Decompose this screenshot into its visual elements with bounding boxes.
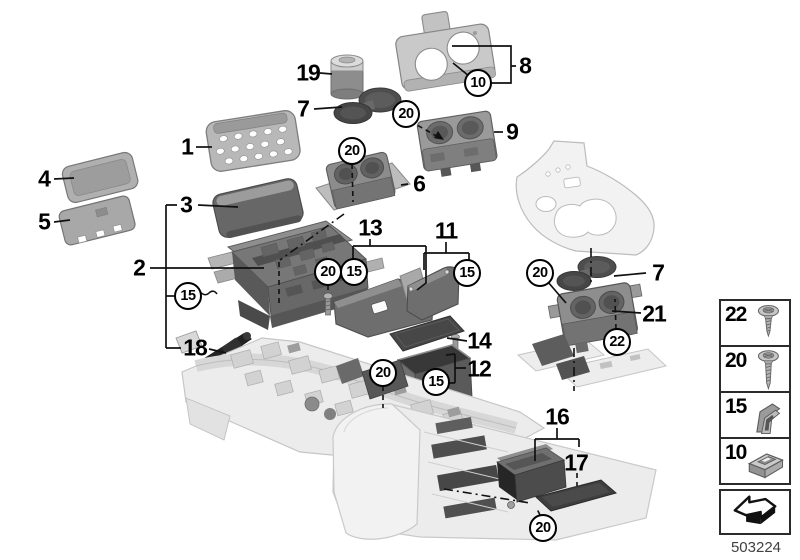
part-label-8[interactable]: 8 xyxy=(519,52,532,79)
fastener-callout-20[interactable]: 20 xyxy=(529,514,557,542)
part-label-5[interactable]: 5 xyxy=(38,208,51,235)
part-label-3[interactable]: 3 xyxy=(180,191,193,218)
arrowhead xyxy=(434,131,444,140)
part-14-rubber-mat xyxy=(389,315,465,352)
part-label-4[interactable]: 4 xyxy=(38,165,51,192)
fastener-callout-20[interactable]: 20 xyxy=(338,137,366,165)
spring-clip-icon xyxy=(756,403,781,435)
cage-nut-icon xyxy=(747,453,784,479)
legend-item-22[interactable]: 22 xyxy=(719,299,791,347)
part-label-2[interactable]: 2 xyxy=(133,254,146,281)
legend-item-number: 20 xyxy=(725,349,747,372)
part-label-18[interactable]: 18 xyxy=(183,334,208,361)
legend-item-number: 22 xyxy=(725,303,747,326)
part-5-storage-tray-base xyxy=(58,195,136,246)
legend-jump-back[interactable] xyxy=(719,489,791,535)
part-label-13[interactable]: 13 xyxy=(358,214,383,241)
part-11-hinged-panel xyxy=(399,266,460,321)
fastener-callout-20[interactable]: 20 xyxy=(526,259,554,287)
fastener-callout-20[interactable]: 20 xyxy=(369,359,397,387)
part-7-rubber-mats-upper xyxy=(333,87,402,124)
fastener-callout-15[interactable]: 15 xyxy=(422,368,450,396)
legend-item-20[interactable]: 20 xyxy=(719,345,791,393)
part-label-16[interactable]: 16 xyxy=(545,403,570,430)
fastener-callout-10[interactable]: 10 xyxy=(464,69,492,97)
fastener-callout-20[interactable]: 20 xyxy=(392,100,420,128)
console-rear-body xyxy=(332,403,657,541)
part-19-ashtray-cup xyxy=(330,54,364,100)
diagram-number: 503224 xyxy=(730,539,782,556)
part-label-17[interactable]: 17 xyxy=(564,449,589,476)
part-3-cover-lid xyxy=(212,178,304,239)
part-4-storage-tray xyxy=(61,151,139,204)
part-9-cupholder-unit xyxy=(416,110,498,177)
part-label-9[interactable]: 9 xyxy=(506,118,519,145)
fastener-callout-15[interactable]: 15 xyxy=(174,282,202,310)
part-label-1[interactable]: 1 xyxy=(181,133,194,160)
leader-lines xyxy=(53,45,647,461)
jump-back-arrow-icon xyxy=(733,495,777,525)
screw-on-part-2 xyxy=(323,292,333,316)
part-label-12[interactable]: 12 xyxy=(467,355,492,382)
fastener-callout-20[interactable]: 20 xyxy=(314,258,342,286)
part-1-rubber-insert xyxy=(205,110,301,172)
fastener-legend: 22 20 15 10 xyxy=(719,299,791,535)
legend-item-number: 10 xyxy=(725,441,747,464)
legend-item-number: 15 xyxy=(725,395,747,418)
part-7-rubber-mats-right xyxy=(556,256,617,291)
fastener-callout-15[interactable]: 15 xyxy=(453,259,481,287)
part-16-storage-tray xyxy=(495,444,567,509)
dashdot-leader-lines xyxy=(279,213,592,504)
part-6-cupholder-insert xyxy=(315,151,411,211)
legend-item-15[interactable]: 15 xyxy=(719,391,791,439)
part-label-21[interactable]: 21 xyxy=(642,300,667,327)
long-screw-icon xyxy=(757,350,779,391)
dashed-leader-lines xyxy=(278,120,617,516)
part-label-19[interactable]: 19 xyxy=(296,59,321,86)
part-label-11[interactable]: 11 xyxy=(434,217,458,244)
fastener-callout-15[interactable]: 15 xyxy=(340,258,368,286)
part-label-6[interactable]: 6 xyxy=(413,170,426,197)
part-label-7[interactable]: 7 xyxy=(652,259,665,286)
fastener-callout-22[interactable]: 22 xyxy=(603,328,631,356)
legend-item-10[interactable]: 10 xyxy=(719,437,791,485)
short-screw-icon xyxy=(757,304,780,338)
part-17-insert-mat xyxy=(534,479,618,512)
console-trim-panel xyxy=(515,140,655,256)
part-label-14[interactable]: 14 xyxy=(467,327,492,354)
part-label-7[interactable]: 7 xyxy=(297,95,310,122)
